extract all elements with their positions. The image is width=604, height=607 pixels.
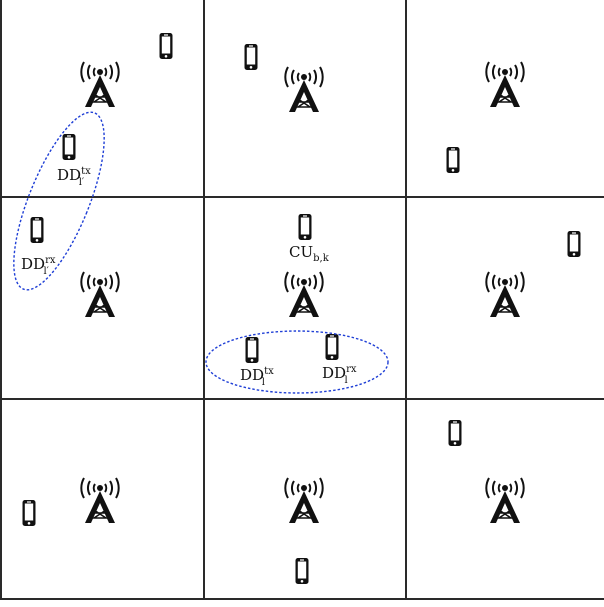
smartphone-icon — [62, 134, 76, 160]
smartphone-icon — [245, 337, 259, 363]
smartphone-icon — [295, 558, 309, 584]
smartphone-icon — [22, 500, 36, 526]
smartphone-icon — [446, 147, 460, 173]
cu-label: CUb,k — [289, 243, 330, 264]
cell-tower-icon — [80, 477, 120, 524]
cell-tower-icon — [485, 61, 525, 108]
d2d-pair-outline-l-prime — [13, 111, 105, 291]
cell-tower-icon — [284, 66, 324, 113]
cell-tower-icon — [284, 477, 324, 524]
smartphone-icon — [244, 44, 258, 70]
smartphone-icon — [298, 214, 312, 240]
smartphone-icon — [325, 334, 339, 360]
smartphone-icon — [448, 420, 462, 446]
smartphone-icon — [159, 33, 173, 59]
base-stations — [80, 61, 525, 524]
cell-tower-icon — [80, 61, 120, 108]
cell-tower-icon — [284, 271, 324, 318]
cell-tower-icon — [485, 477, 525, 524]
cell-tower-icon — [80, 271, 120, 318]
cell-tower-icon — [485, 271, 525, 318]
d2d-pair-outline-l — [205, 330, 389, 394]
smartphone-icon — [567, 231, 581, 257]
smartphone-icon — [30, 217, 44, 243]
